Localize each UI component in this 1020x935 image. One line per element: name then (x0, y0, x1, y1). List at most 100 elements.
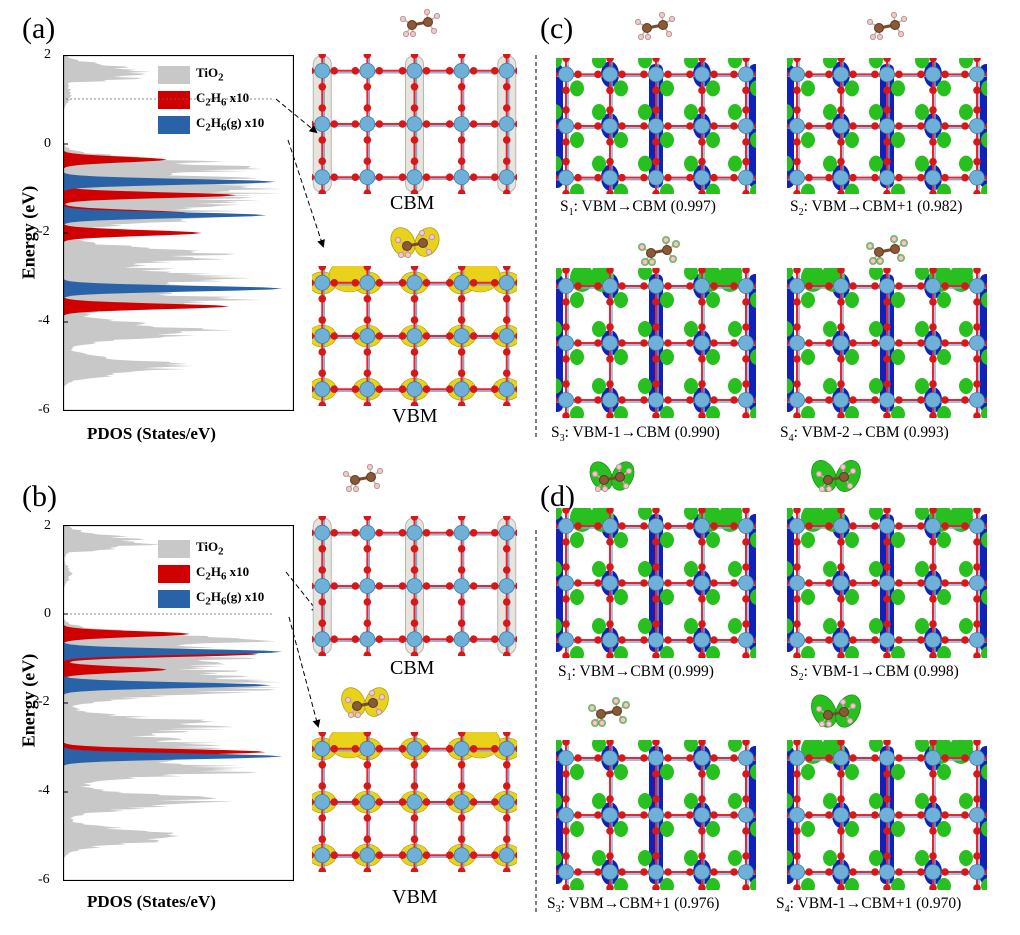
o-atom (363, 545, 372, 553)
o-atom (664, 522, 672, 530)
ti-atom (453, 794, 470, 810)
o-atom (730, 636, 738, 644)
o-atom (363, 566, 372, 574)
ti-atom (406, 169, 423, 186)
isosurface-green (869, 268, 883, 280)
isosurface-green (638, 740, 652, 752)
o-atom (805, 70, 813, 79)
o-atom (398, 67, 407, 75)
o-atom (398, 635, 407, 643)
ti-atom (498, 381, 515, 398)
o-atom (698, 563, 706, 571)
h-atom (375, 708, 383, 716)
o-atom (351, 851, 360, 859)
o-atom (961, 579, 969, 587)
o-atom (618, 70, 626, 79)
isosurface-green (570, 764, 584, 780)
ti-atom (453, 169, 470, 186)
o-atom (363, 266, 372, 271)
h-atom (598, 719, 606, 727)
o-atom (837, 595, 845, 603)
ti-atom (833, 335, 849, 351)
o-atom (410, 348, 419, 356)
o-atom (562, 508, 570, 514)
o-atom (594, 173, 602, 182)
o-atom (742, 298, 750, 306)
o-atom (457, 104, 466, 112)
ti-atom (694, 750, 710, 766)
o-atom (664, 811, 672, 819)
o-atom (895, 122, 903, 130)
h-atom (849, 467, 857, 475)
o-atom (562, 884, 570, 890)
o-atom (410, 83, 419, 91)
molecule-a-cbm (394, 4, 446, 42)
ti-atom (498, 62, 515, 79)
h-atom (345, 485, 353, 493)
o-atom (883, 355, 891, 363)
o-atom (422, 120, 431, 128)
ti-atom (925, 335, 941, 351)
legend-swatch-c2h6-b (158, 564, 190, 583)
o-atom (837, 380, 845, 388)
o-atom (793, 884, 801, 890)
o-atom (742, 795, 750, 803)
ti-atom (879, 392, 895, 408)
isosurface-green (915, 321, 929, 337)
ti-atom (602, 169, 618, 186)
isosurface-green (787, 104, 793, 120)
o-atom (805, 579, 813, 587)
o-atom (686, 811, 694, 819)
o-atom (837, 884, 845, 890)
o-atom (457, 401, 466, 406)
o-atom (742, 157, 750, 166)
o-atom (318, 651, 327, 656)
isosurface-green (959, 321, 973, 337)
isosurface-green (823, 378, 837, 394)
o-atom (985, 71, 987, 78)
o-atom (710, 811, 718, 819)
o-atom (410, 598, 419, 606)
isosurface-green (556, 508, 562, 520)
o-atom (961, 868, 969, 876)
isosurface-green (959, 378, 973, 394)
h-atom (662, 236, 670, 244)
o-atom (594, 396, 602, 404)
o-atom (985, 339, 987, 347)
o-atom (490, 798, 499, 806)
o-atom (457, 782, 466, 790)
ti-atom (925, 278, 941, 294)
o-atom (837, 268, 845, 274)
o-atom (652, 538, 660, 546)
isosurface-green (614, 292, 628, 308)
o-atom (652, 323, 660, 331)
isosurface-green (614, 532, 628, 548)
isosurface-green (981, 292, 987, 308)
o-atom (871, 70, 879, 79)
ti-atom (925, 66, 941, 83)
ti-atom (314, 62, 331, 79)
ti-atom (498, 169, 515, 186)
ti-atom (738, 169, 754, 186)
isosurface-green (684, 378, 698, 394)
o-atom (410, 401, 419, 406)
o-atom (457, 835, 466, 843)
o-atom (849, 396, 857, 404)
isosurface-green (845, 292, 859, 308)
o-atom (698, 58, 706, 63)
ti-atom (969, 807, 985, 823)
o-atom (917, 811, 925, 819)
o-atom (895, 282, 903, 290)
o-atom (973, 508, 981, 514)
o-atom (363, 369, 372, 377)
o-atom (618, 173, 626, 182)
o-atom (490, 173, 499, 181)
isosurface-green (556, 104, 562, 120)
isosurface-green (614, 646, 628, 658)
o-atom (351, 582, 360, 590)
isosurface-green (750, 589, 756, 605)
o-atom (574, 579, 582, 587)
isosurface-green (823, 104, 837, 120)
o-atom (793, 106, 801, 114)
ti-atom (833, 392, 849, 408)
